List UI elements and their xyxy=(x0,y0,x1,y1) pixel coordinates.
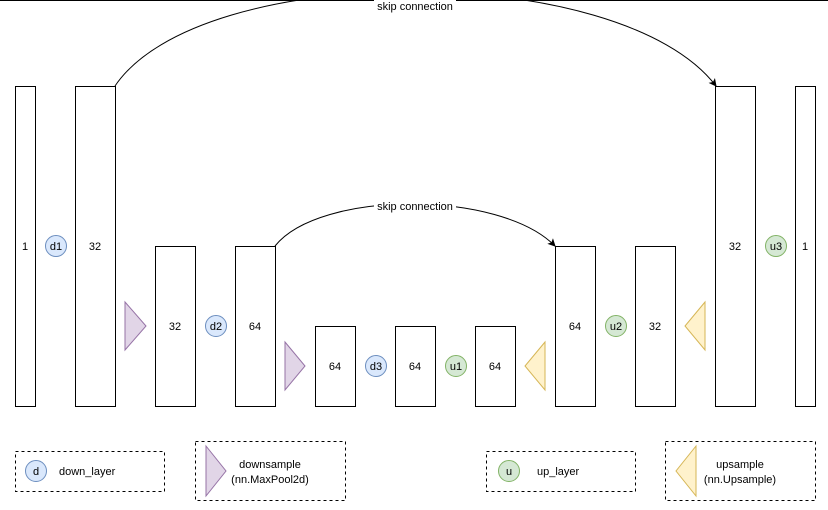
feature-block-11-label: 1 xyxy=(802,241,808,253)
legend-downsample: downsample (nn.MaxPool2d) xyxy=(195,441,346,501)
feature-block-5: 64 xyxy=(315,326,356,407)
up-layer-u3: u3 xyxy=(765,235,787,257)
feature-block-9: 32 xyxy=(635,246,676,407)
feature-block-10-label: 32 xyxy=(729,241,741,253)
down-layer-d2-label: d2 xyxy=(210,321,222,333)
feature-block-5-label: 64 xyxy=(329,361,341,373)
downsample-triangle-2 xyxy=(284,340,306,392)
feature-block-9-label: 32 xyxy=(649,321,661,333)
legend-downsample-line1: downsample xyxy=(239,459,301,471)
legend-upsample-line2: (nn.Upsample) xyxy=(704,474,776,486)
feature-block-7-label: 64 xyxy=(489,361,501,373)
feature-block-3: 32 xyxy=(155,246,196,407)
feature-block-6: 64 xyxy=(395,326,436,407)
up-layer-u3-label: u3 xyxy=(770,241,782,253)
legend-down-text: down_layer xyxy=(59,466,116,478)
skip-connection-inner-label: skip connection xyxy=(377,201,453,213)
down-layer-d2: d2 xyxy=(205,315,227,337)
up-layer-u1: u1 xyxy=(445,355,467,377)
feature-block-2-label: 32 xyxy=(89,241,101,253)
feature-block-1-label: 1 xyxy=(22,241,28,253)
down-layer-d3: d3 xyxy=(365,355,387,377)
legend-up-layer: u up_layer xyxy=(486,451,636,492)
legend-down-symbol: d xyxy=(33,466,39,478)
feature-block-8-label: 64 xyxy=(569,321,581,333)
skip-label-inner-bg xyxy=(374,200,456,213)
skip-connection-outer-label: skip connection xyxy=(377,1,453,13)
downsample-triangle-1 xyxy=(124,300,147,352)
feature-block-4-label: 64 xyxy=(249,321,261,333)
feature-block-8: 64 xyxy=(555,246,596,407)
upsample-triangle-2 xyxy=(684,300,706,352)
feature-block-6-label: 64 xyxy=(409,361,421,373)
feature-block-2: 32 xyxy=(75,86,116,407)
feature-block-11: 1 xyxy=(795,86,816,407)
legend-downsample-triangle xyxy=(205,444,227,498)
skip-label-outer-bg xyxy=(374,0,456,13)
feature-block-4: 64 xyxy=(235,246,276,407)
legend-downsample-line2: (nn.MaxPool2d) xyxy=(231,474,309,486)
legend-up-symbol: u xyxy=(506,466,512,478)
legend-upsample-line1: upsample xyxy=(716,459,764,471)
down-layer-d3-label: d3 xyxy=(370,361,382,373)
feature-block-10: 32 xyxy=(715,86,756,407)
legend-upsample-triangle xyxy=(675,444,697,498)
feature-block-7: 64 xyxy=(475,326,516,407)
up-layer-u2-label: u2 xyxy=(610,321,622,333)
up-layer-u1-label: u1 xyxy=(450,361,462,373)
feature-block-3-label: 32 xyxy=(169,321,181,333)
up-layer-u2: u2 xyxy=(605,315,627,337)
upsample-triangle-1 xyxy=(524,340,546,392)
legend-up-text: up_layer xyxy=(537,466,580,478)
skip-connection-outer-arrow xyxy=(114,0,717,87)
down-layer-d1-label: d1 xyxy=(50,241,62,253)
legend-down-layer: d down_layer xyxy=(15,451,165,492)
legend-upsample: upsample (nn.Upsample) xyxy=(665,441,816,501)
down-layer-d1: d1 xyxy=(45,235,67,257)
feature-block-1: 1 xyxy=(15,86,36,407)
